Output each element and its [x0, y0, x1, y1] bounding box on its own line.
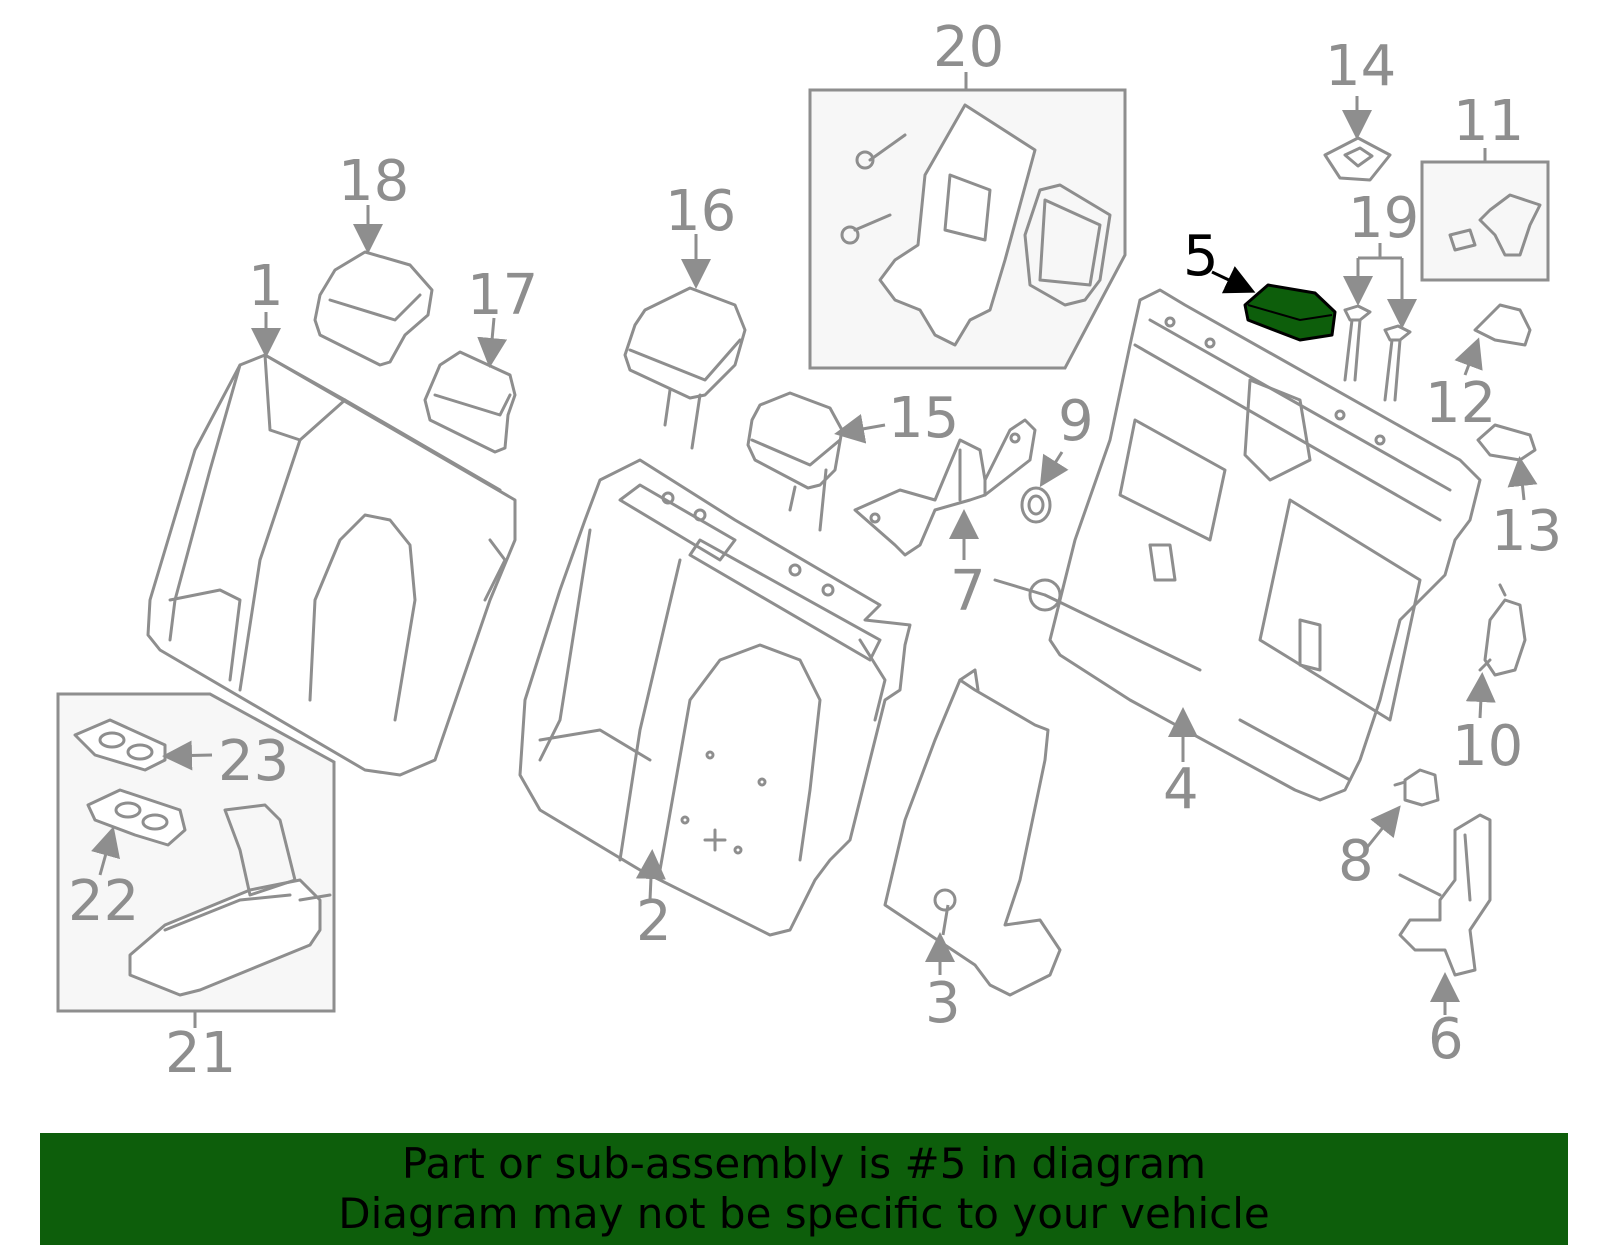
part-20-latch-assembly — [840, 103, 1112, 347]
callout-10: 10 — [1452, 714, 1523, 779]
part-2-seat-back — [518, 458, 912, 937]
banner-line-1: Part or sub-assembly is #5 in diagram — [401, 1139, 1207, 1188]
part-18-headrest — [313, 250, 434, 367]
part-7-bracket — [853, 418, 1037, 557]
callout-2: 2 — [636, 889, 672, 954]
part-19-bolts — [1343, 304, 1412, 402]
callout-11: 11 — [1453, 89, 1524, 154]
part-6-latch — [1398, 813, 1492, 977]
callout-22: 22 — [68, 869, 139, 934]
callout-14: 14 — [1325, 34, 1396, 99]
callout-1: 1 — [248, 254, 284, 319]
part-5-highlighted[interactable] — [1243, 283, 1337, 342]
callout-16: 16 — [665, 179, 736, 244]
part-9-grommet — [1020, 486, 1052, 524]
callout-21: 21 — [165, 1021, 236, 1086]
part-23-cupholder — [73, 718, 167, 772]
group-box-11 — [1420, 160, 1550, 282]
callout-19: 19 — [1348, 186, 1419, 251]
info-banner: Part or sub-assembly is #5 in diagram Di… — [40, 1133, 1568, 1245]
part-17-headrest — [423, 350, 517, 454]
part-10-hinge — [1478, 583, 1527, 677]
callout-13: 13 — [1491, 499, 1562, 564]
callout-4: 4 — [1163, 757, 1199, 822]
part-22-cupholder — [86, 788, 187, 847]
banner-line-2: Diagram may not be specific to your vehi… — [338, 1189, 1270, 1238]
callout-6: 6 — [1428, 1007, 1464, 1072]
part-1-seat-back — [146, 353, 517, 777]
part-15-headrest — [746, 391, 844, 532]
callout-7: 7 — [950, 559, 986, 624]
callout-12: 12 — [1425, 371, 1496, 436]
part-12-clip — [1473, 303, 1532, 347]
callout-18: 18 — [338, 149, 409, 214]
callout-9: 9 — [1058, 389, 1094, 454]
callout-23: 23 — [218, 729, 289, 794]
part-16-headrest — [623, 286, 747, 450]
callout-8: 8 — [1338, 829, 1374, 894]
callout-3: 3 — [925, 971, 961, 1036]
part-3-back-panel — [883, 668, 1062, 997]
part-11-latch-parts — [1448, 193, 1542, 257]
part-13-clip — [1476, 423, 1537, 462]
part-21-armrest — [128, 803, 332, 997]
callout-15: 15 — [888, 386, 959, 451]
callout-17: 17 — [467, 263, 538, 328]
part-4-seat-frame — [993, 288, 1482, 802]
callout-20: 20 — [933, 15, 1004, 80]
callout-5[interactable]: 5 — [1183, 224, 1219, 289]
part-8-bushing — [1393, 768, 1440, 807]
part-14-clip — [1323, 136, 1392, 182]
